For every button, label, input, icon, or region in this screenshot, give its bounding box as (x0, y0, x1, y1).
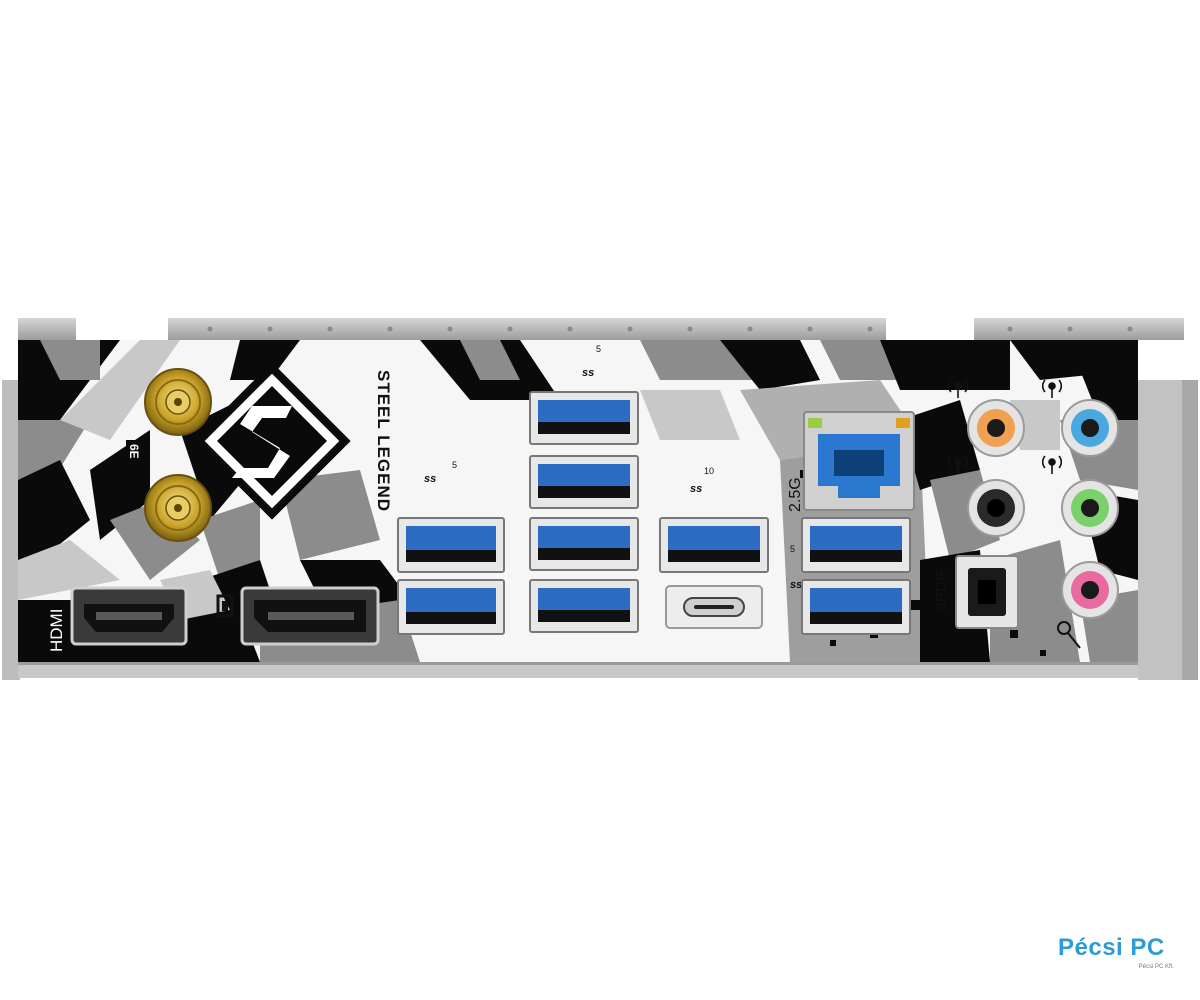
usb-a-port (397, 579, 505, 635)
usb-c-port (665, 585, 763, 629)
svg-text:5: 5 (596, 344, 601, 354)
hdmi-label: HDMI (47, 609, 66, 652)
svg-text:5: 5 (790, 544, 795, 554)
watermark-brand: Pécsi PC (1058, 934, 1165, 961)
svg-text:ss: ss (690, 483, 702, 495)
microphone-icon (1057, 621, 1081, 649)
audio-line-in-icon (1041, 455, 1063, 474)
usb-a-port (801, 579, 911, 635)
audio-line-out-icon (947, 379, 969, 398)
spdif-label: SPDIF (933, 568, 950, 612)
lan-port (803, 411, 915, 511)
audio-rear-speaker-icon (1041, 379, 1063, 398)
usb-a-10g-port (659, 517, 769, 573)
usb-5g-label-top: 5 ss (582, 344, 601, 379)
usb-10g-label: 10 ss (690, 466, 714, 495)
svg-text:ss: ss (424, 473, 436, 485)
usb-a-port (529, 517, 639, 571)
usb-a-port (529, 391, 639, 445)
audio-jack-pink (1061, 561, 1119, 619)
watermark-sub: Pécsi PC Kft. (1138, 964, 1174, 970)
audio-jack-orange (967, 399, 1025, 457)
svg-text:6E: 6E (127, 444, 141, 459)
svg-text:ss: ss (582, 367, 594, 379)
usb-a-port (529, 455, 639, 509)
audio-jack-black (967, 479, 1025, 537)
displayport-port (240, 586, 380, 646)
hdmi-port (70, 586, 188, 646)
watermark: Pécsi PC Pécsi PC Kft. (1058, 934, 1188, 974)
usb-5g-label-left: 5 ss (424, 460, 457, 485)
spdif-port (955, 555, 1019, 629)
steel-legend-label: STEEL LEGEND (374, 370, 393, 512)
antenna-connector-top (144, 368, 212, 436)
displayport-icon (216, 594, 234, 618)
svg-text:5: 5 (452, 460, 457, 470)
audio-jack-blue (1061, 399, 1119, 457)
shield-frame-top (18, 318, 1184, 340)
svg-text:10: 10 (704, 466, 714, 476)
usb-5g-label-right: 5 ss (790, 544, 802, 591)
lan-speed-label: 2.5G (787, 477, 804, 512)
audio-center-sub-icon (947, 455, 969, 474)
shield-frame-left (2, 380, 20, 680)
usb-a-port (801, 517, 911, 573)
svg-text:ss: ss (790, 579, 802, 591)
antenna-connector-bottom (144, 474, 212, 542)
steel-legend-logo (193, 362, 351, 520)
usb-a-port (397, 517, 505, 573)
wifi-6e-badge: 6E (126, 440, 148, 470)
usb-a-port (529, 579, 639, 633)
audio-jack-green (1061, 479, 1119, 537)
